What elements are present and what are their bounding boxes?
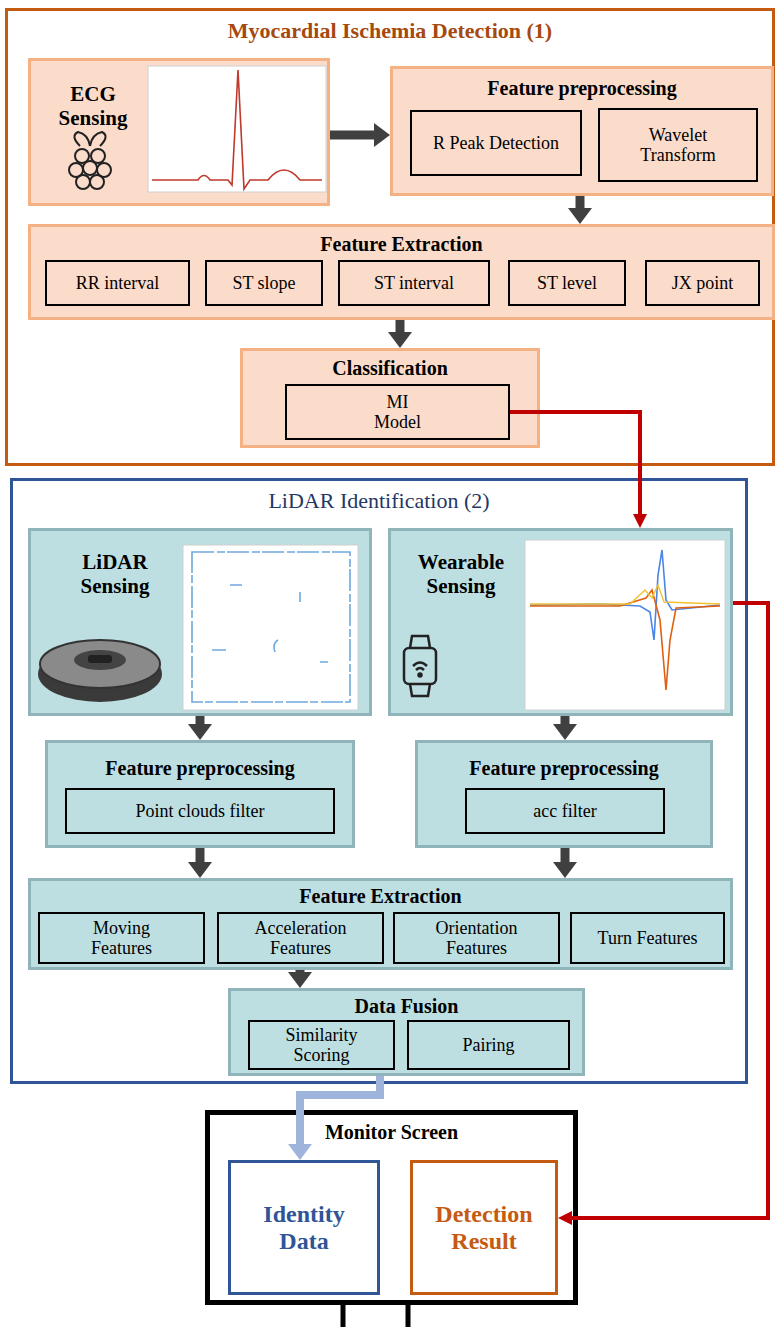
raspberry-pi-logo [69,132,111,189]
box-heading: Myocardial Ischemia Detection (1) [8,19,772,44]
ecg-plot [148,66,326,192]
box-label: Pairing [463,1035,515,1055]
item-box: Turn Features [570,912,725,964]
box-heading: Wearable Sensing [405,551,517,598]
smartwatch-icon [404,636,436,696]
sensor-box: LiDAR Sensing [28,528,372,716]
flow-arrow [568,196,592,224]
flow-arrow [288,970,312,988]
box-label: Turn Features [598,928,698,948]
item-box: Moving Features [38,912,205,964]
stage-box: Feature preprocessing R Peak Detection Wav… [390,66,774,196]
box-label: Orientation Features [422,918,532,958]
box-label: ST level [537,273,597,293]
box-label: Identity Data [243,1201,365,1255]
box-heading: Data Fusion [231,995,582,1017]
box-label: Detection Result [420,1201,548,1255]
box-heading: LiDAR Identification (2) [13,489,745,514]
box-heading: Classification [243,357,537,379]
stage-box: Feature preprocessingPoint clouds filter [45,740,355,848]
item-box: Orientation Features [393,912,560,964]
box-label: ST interval [374,273,454,293]
box-label: acc filter [533,801,596,821]
item-box: Acceleration Features [217,912,384,964]
item-box: ST slope [205,260,323,306]
flow-arrow [510,412,647,528]
box-label: Moving Features [67,918,177,958]
section-panel: LiDAR Identification (2) LiDAR Sensing Wea… [10,478,748,1084]
monitor-screen: Monitor ScreenIdentity Data Detection Res… [205,1110,578,1305]
box-label: MI Model [363,392,433,432]
item-box: ST level [508,260,626,306]
item-box: ST interval [338,260,490,306]
flow-arrow [188,848,212,878]
box-label: Similarity Scoring [272,1025,372,1065]
box-heading: ECG Sensing [37,83,149,130]
box-label: Wavelet Transform [633,125,723,165]
box-label: JX point [672,273,734,293]
lidar-plot [183,545,358,710]
box-heading: Feature preprocessing [48,757,352,779]
box-label: Acceleration Features [246,918,356,958]
box-heading: Feature Extraction [31,885,730,907]
box-heading: Feature preprocessing [393,77,771,99]
stage-box: Feature preprocessing acc filter [415,740,713,848]
flow-arrow [558,603,768,1225]
flow-arrow [553,716,577,740]
item-box: acc filter [465,788,665,834]
item-box: Wavelet Transform [598,108,758,182]
box-label: ST slope [232,273,295,293]
stage-box: Feature ExtractionMoving Features Acceler… [28,878,733,970]
output-panel: Identity Data [228,1160,380,1295]
sensor-box: Wearable Sensing [388,528,733,716]
item-box: R Peak Detection [410,110,582,176]
flow-arrow [288,1076,380,1160]
output-panel: Detection Result [410,1160,558,1295]
item-box: JX point [645,260,760,306]
wearable-plot [525,540,725,710]
section-panel: Myocardial Ischemia Detection (1) ECG Sen… [5,8,775,466]
stage-box: Data FusionSimilarity Scoring Pairing [228,988,585,1076]
flow-arrow [188,716,212,740]
lidar-device [38,640,162,702]
flow-arrow [330,123,390,147]
box-heading: Monitor Screen [210,1121,573,1143]
monitor-stand [343,1305,408,1327]
item-box: Point clouds filter [65,788,335,834]
stage-box: Classification MI Model [240,348,540,448]
flow-arrow [553,848,577,878]
box-label: Point clouds filter [136,801,265,821]
flow-arrow [388,320,412,348]
item-box: MI Model [285,384,510,440]
box-heading: LiDAR Sensing [59,551,171,598]
sensor-box: ECG Sensing [28,58,330,206]
item-box: Pairing [407,1020,570,1070]
stage-box: Feature Extraction RR interval ST slope ST … [28,224,775,320]
item-box: RR interval [45,260,190,306]
box-label: R Peak Detection [433,133,559,153]
box-heading: Feature Extraction [31,233,772,255]
box-label: RR interval [76,273,160,293]
box-heading: Feature preprocessing [418,757,710,779]
item-box: Similarity Scoring [248,1020,395,1070]
